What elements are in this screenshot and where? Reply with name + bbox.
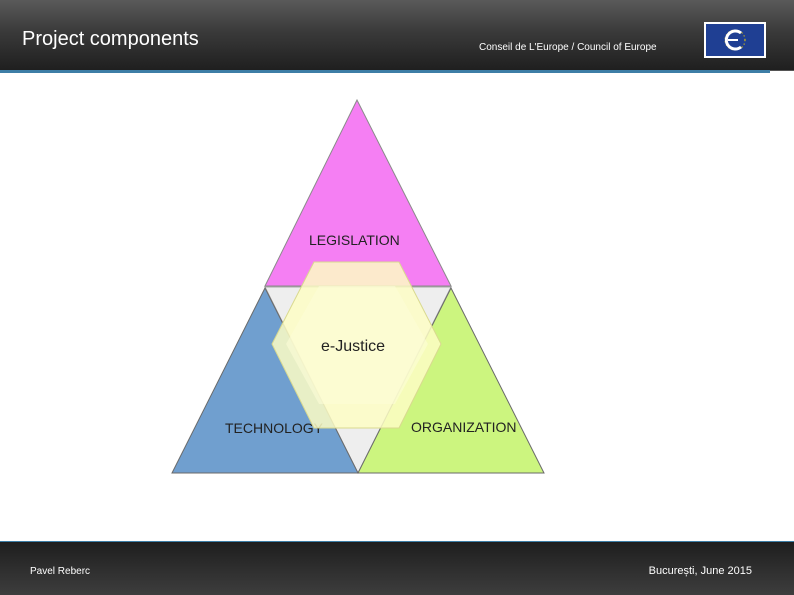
organization-name: Conseil de L'Europe / Council of Europe	[479, 42, 657, 53]
label-technology: TECHNOLOGY	[225, 420, 324, 436]
author-name: Pavel Reberc	[30, 566, 91, 577]
header-rule	[0, 70, 770, 73]
label-e-justice: e-Justice	[321, 338, 385, 355]
triangle-legislation	[264, 98, 452, 287]
header-bar	[0, 0, 794, 70]
label-organization: ORGANIZATION	[411, 419, 517, 435]
council-of-europe-logo	[704, 22, 766, 58]
footer-bar	[0, 542, 794, 595]
label-legislation: LEGISLATION	[309, 232, 400, 248]
presentation-date: București, June 2015	[648, 565, 752, 577]
header-tick	[770, 70, 794, 71]
hexagon-inner-glow	[286, 286, 428, 404]
page-title: Project components	[22, 28, 199, 50]
